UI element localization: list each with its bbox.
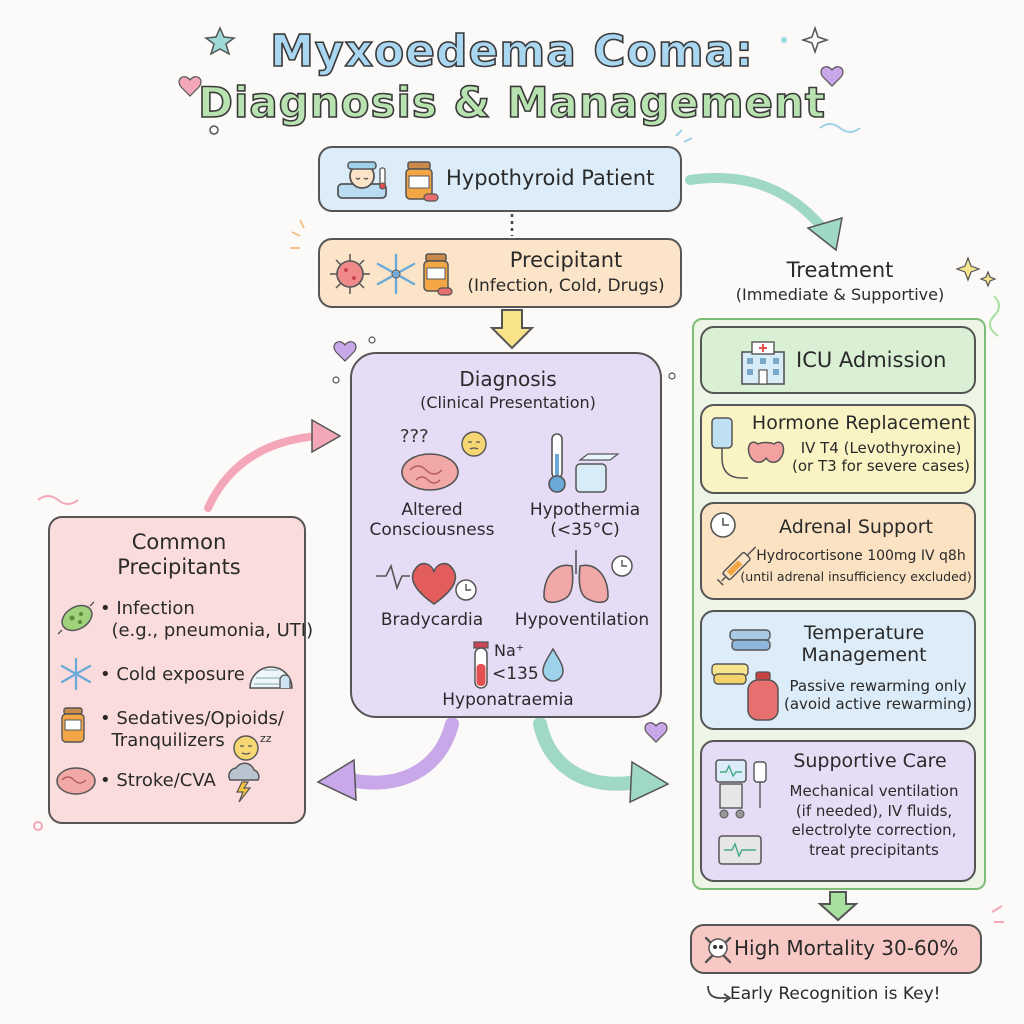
common-precipitants-node: Common Precipitants • Infection (e.g., p…	[48, 516, 314, 824]
patient-in-bed-icon	[337, 161, 387, 199]
precipitant-subtitle: (Infection, Cold, Drugs)	[467, 276, 665, 296]
brain-icon	[56, 767, 96, 795]
heart-decoration	[178, 76, 202, 97]
heart-decoration	[333, 341, 357, 362]
ventilator-icon	[715, 759, 767, 819]
diagnosis-subtitle: (Clinical Presentation)	[420, 393, 596, 412]
treatment-subtitle: (Immediate & Supportive)	[735, 285, 945, 304]
page-title: Myxoedema Coma:	[269, 25, 754, 78]
arrow-precipitant-to-diagnosis	[489, 309, 535, 350]
temperature-management-node: Temperature Management Passive rewarming…	[700, 610, 976, 730]
hormone-title: Hormone Replacement	[751, 412, 971, 434]
syringe-icon	[716, 546, 757, 586]
heart-decoration	[820, 66, 844, 87]
sparkle-decoration	[800, 25, 830, 55]
heart-clock-icon	[376, 562, 477, 605]
precipitant-title: Precipitant	[509, 248, 623, 272]
adrenal-support-node: Adrenal Support Hydrocortisone 100mg IV …	[700, 502, 976, 600]
heart-decoration	[644, 722, 668, 743]
pill-bottle-icon	[423, 253, 453, 296]
pill-bottle-icon	[61, 707, 85, 743]
sleepy-face-icon: zz	[233, 732, 272, 761]
sparkle-decoration	[955, 256, 981, 282]
hot-water-bottle-icon	[747, 671, 779, 721]
adrenal-detail: Hydrocortisone 100mg IV q8h	[756, 548, 966, 564]
precipitant-node: Precipitant (Infection, Cold, Drugs)	[318, 238, 682, 308]
sodium-value: <135	[492, 664, 539, 684]
finding-label: Altered Consciousness	[369, 500, 495, 541]
temperature-detail: Passive rewarming only (avoid active rew…	[783, 677, 972, 713]
icu-admission-node: ICU Admission	[700, 326, 976, 394]
igloo-icon	[249, 666, 293, 689]
snowflake-icon	[60, 657, 92, 691]
star-decoration	[204, 26, 236, 56]
blood-tube-icon	[473, 641, 489, 689]
hyponatraemia-label: Hyponatraemia	[442, 690, 574, 710]
storm-cloud-icon	[228, 762, 260, 803]
blanket-icon	[729, 629, 771, 651]
icu-admission-label: ICU Admission	[796, 348, 947, 372]
svg-text:???: ???	[400, 426, 429, 447]
common-precipitant-item: • Infection (e.g., pneumonia, UTI)	[100, 598, 314, 641]
arrow-treatment-to-mortality	[817, 891, 859, 922]
pill-bottle-icon	[405, 161, 439, 202]
common-precipitants-title: Common Precipitants	[117, 530, 241, 579]
supportive-detail: Mechanical ventilation (if needed), IV f…	[789, 782, 959, 859]
bacteria-icon	[57, 601, 95, 635]
adrenal-note: (until adrenal insufficiency excluded)	[740, 569, 972, 584]
treatment-title: Treatment	[786, 258, 894, 282]
iv-thyroid-icon	[711, 417, 785, 479]
common-precipitant-item: • Sedatives/Opioids/ Tranquilizers	[100, 708, 284, 751]
skull-icon	[704, 936, 732, 964]
arrow-diagnosis-left	[343, 717, 459, 790]
mortality-node: High Mortality 30-60%	[690, 924, 982, 974]
sparkle-decoration	[979, 270, 997, 288]
hospital-icon	[741, 341, 785, 385]
common-precipitant-item: • Stroke/CVA	[100, 770, 216, 791]
diagnosis-node: Diagnosis (Clinical Presentation) ??? Al…	[350, 352, 662, 718]
water-drop-icon	[542, 647, 564, 682]
page-subtitle: Diagnosis & Management	[197, 77, 826, 128]
adrenal-title: Adrenal Support	[779, 516, 933, 538]
towel-icon	[711, 663, 749, 685]
hormone-replacement-node: Hormone Replacement IV T4 (Levothyroxine…	[700, 404, 976, 494]
brain-confused-icon: ???	[400, 426, 487, 491]
thermometer-ice-icon	[548, 433, 620, 493]
lungs-clock-icon	[543, 550, 633, 604]
sodium-ion: Na⁺	[494, 641, 525, 660]
footer-note: Early Recognition is Key!	[730, 984, 941, 1004]
supportive-title: Supportive Care	[793, 750, 947, 772]
snowflake-icon	[376, 253, 416, 295]
arrow-diagnosis-right	[533, 717, 643, 791]
finding-label: Bradycardia	[380, 610, 484, 630]
patient-node: Hypothyroid Patient	[318, 146, 682, 212]
clock-icon	[710, 512, 736, 538]
virus-icon	[330, 254, 370, 294]
patient-label: Hypothyroid Patient	[446, 166, 655, 190]
hormone-detail: IV T4 (Levothyroxine) (or T3 for severe …	[792, 439, 970, 475]
finding-label: Hypoventilation	[514, 610, 650, 630]
common-precipitant-item: • Cold exposure	[100, 664, 245, 685]
svg-text:zz: zz	[260, 732, 272, 745]
arrow-patient-to-treatment	[685, 173, 831, 237]
supportive-care-node: Supportive Care Mechanical ventilation (…	[700, 740, 976, 882]
arrow-common-to-diagnosis	[204, 432, 322, 512]
mortality-label: High Mortality 30-60%	[734, 936, 959, 960]
diagnosis-title: Diagnosis	[459, 367, 557, 391]
monitor-icon	[718, 835, 762, 865]
temperature-title: Temperature Management	[801, 622, 927, 667]
finding-label: Hypothermia (<35°C)	[529, 500, 641, 541]
